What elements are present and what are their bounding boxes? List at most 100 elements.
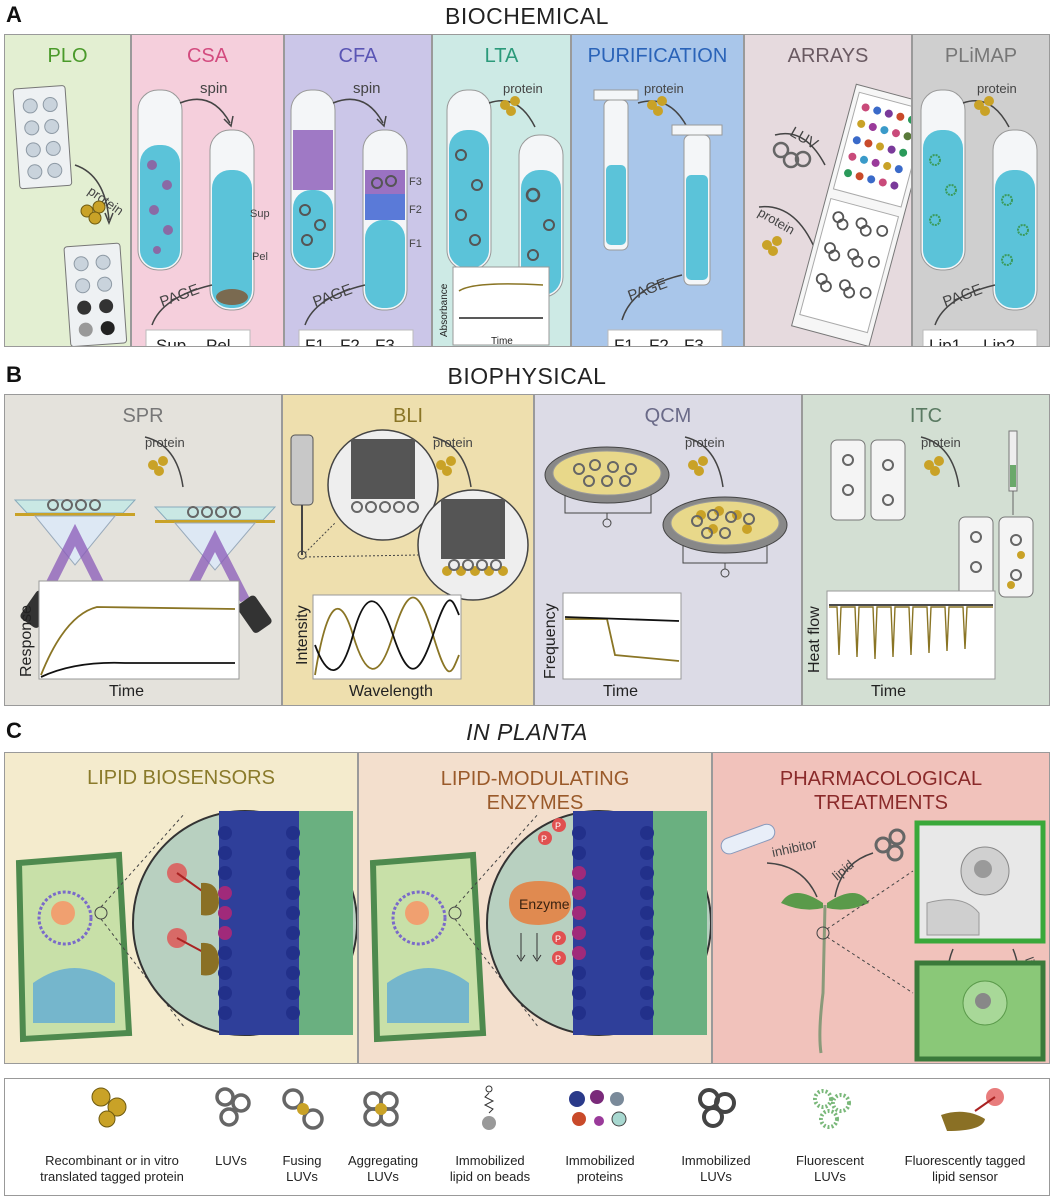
lta-illustration: protein Absorbance Time — [439, 81, 564, 347]
pharma-inhibitor-label: inhibitor — [771, 836, 819, 860]
gel-lane-label: Lip1 — [929, 336, 961, 347]
panel-plimap: PLiMAP protein PAGE Lip1 Lip2 — [912, 34, 1050, 347]
qcm-time-label: Time — [603, 683, 638, 700]
arrays-illustration: LUV protein — [756, 83, 911, 346]
bli-illustration: protein Intensity Wavelength — [290, 429, 529, 700]
purification-page-label: PAGE — [626, 275, 670, 305]
qcm-illustration: protein Frequency Time — [542, 435, 788, 700]
panel-title-line: PHARMACOLOGICAL — [779, 768, 983, 790]
legend-label: Immobilized — [565, 1153, 635, 1168]
panel-title: PHARMACOLOGICAL TREATMENTS — [713, 767, 1049, 815]
bli-intensity-label: Intensity — [294, 605, 311, 665]
panel-title: LIPID-MODULATING ENZYMES — [359, 767, 711, 815]
qcm-protein-label: protein — [685, 435, 725, 450]
panel-title: BLI — [392, 405, 424, 427]
plo-illustration: protein — [12, 85, 128, 346]
phosphate-label: P — [541, 834, 547, 844]
gel-lane-label: Pel — [206, 336, 231, 347]
legend-label: proteins — [576, 1169, 624, 1184]
panel-title: PLiMAP — [944, 45, 1018, 67]
spr-protein-label: protein — [145, 435, 185, 450]
cfa-illustration: spin F3 F2 F1 PAGE F1 F2 F3 — [290, 80, 422, 347]
panel-title-line: LIPID-MODULATING — [440, 768, 630, 790]
cfa-f1-label: F1 — [409, 238, 422, 250]
itc-illustration: protein Heat flow Time — [806, 430, 1034, 700]
legend-label: Recombinant or in vitro — [45, 1153, 179, 1168]
gel-lane-label: F3 — [375, 336, 395, 347]
gel-lane-label: Sup — [156, 336, 186, 347]
panel-csa: CSA spin Sup Pel PAGE Sup Pel — [131, 34, 284, 347]
legend-label: lipid on beads — [449, 1169, 531, 1184]
legend-label: LUVs — [814, 1169, 846, 1184]
cfa-page-label: PAGE — [311, 281, 355, 311]
pharma-lipid-label: lipid — [829, 857, 856, 883]
gel-lane-label: F2 — [649, 336, 669, 347]
cfa-spin-label: spin — [353, 80, 381, 97]
panel-title: PLO — [47, 45, 88, 67]
legend-label: Immobilized — [681, 1153, 751, 1168]
panel-title: LIPID BIOSENSORS — [87, 767, 275, 789]
panel-title: QCM — [644, 405, 692, 427]
legend-label: Fluorescent — [796, 1153, 864, 1168]
panel-bli: BLI protein Intensity Wavelength — [282, 394, 534, 706]
panel-title: LTA — [484, 45, 519, 67]
panel-title: PURIFICATION — [587, 45, 728, 67]
enzyme-label: Enzyme — [519, 896, 570, 912]
spr-response-label: Response — [18, 605, 35, 677]
legend-label: Aggregating — [347, 1153, 419, 1168]
legend-icons — [91, 1085, 1004, 1131]
panel-title: CFA — [338, 45, 378, 67]
purification-protein-label: protein — [644, 81, 684, 96]
phosphate-label: P — [555, 821, 561, 831]
legend-label: Fusing — [282, 1153, 322, 1168]
lta-time-label: Time — [491, 336, 513, 347]
itc-time-label: Time — [871, 683, 906, 700]
gel-lane-label: F3 — [684, 336, 704, 347]
purification-illustration: protein PAGE F1 F2 F3 — [593, 81, 723, 347]
panel-lipid-modulating-enzymes: LIPID-MODULATING ENZYMES Enzyme P P P P — [358, 752, 712, 1064]
legend-item-luvs: LUVs — [201, 1153, 261, 1169]
panel-cfa: CFA spin F3 F2 F1 PAGE F1 F2 F3 — [284, 34, 432, 347]
panel-arrays: ARRAYS LUV protein — [744, 34, 912, 347]
legend-label: lipid sensor — [932, 1169, 998, 1184]
legend-label: translated tagged protein — [40, 1169, 184, 1184]
lta-absorbance-label: Absorbance — [439, 283, 450, 337]
panel-spr: SPR protein Response Time — [4, 394, 282, 706]
section-a-letter: A — [6, 2, 22, 27]
gel-lane-label: F2 — [340, 336, 360, 347]
panel-itc: ITC protein Heat flow Time — [802, 394, 1050, 706]
gel-lane-label: F1 — [305, 336, 325, 347]
panel-title: ARRAYS — [787, 45, 869, 67]
panel-title: CSA — [186, 45, 229, 67]
phosphate-label: P — [555, 954, 561, 964]
qcm-frequency-label: Frequency — [542, 603, 559, 679]
csa-pel-label: Pel — [252, 251, 268, 263]
panel-purification: PURIFICATION protein PAGE F1 F2 F3 — [571, 34, 744, 347]
lipid-modulating-enzymes-illustration: Enzyme P P P P — [369, 810, 711, 1043]
plimap-page-label: PAGE — [941, 281, 985, 311]
arrays-protein-label: protein — [756, 205, 798, 238]
cfa-f3-label: F3 — [409, 176, 422, 188]
section-b-letter: B — [6, 362, 22, 387]
spr-time-label: Time — [109, 683, 144, 700]
section-c-letter: C — [6, 718, 22, 743]
legend-label: LUVs — [286, 1169, 318, 1184]
gel-lane-label: F1 — [614, 336, 634, 347]
itc-heat-flow-label: Heat flow — [806, 606, 823, 673]
cfa-f2-label: F2 — [409, 204, 422, 216]
plimap-illustration: protein PAGE Lip1 Lip2 — [920, 81, 1038, 347]
panel-title-line: ENZYMES — [486, 792, 584, 814]
gel-lane-label: Lip2 — [983, 336, 1015, 347]
itc-protein-label: protein — [921, 435, 961, 450]
csa-sup-label: Sup — [250, 208, 270, 220]
pharmacological-treatments-illustration: inhibitor lipid inhibitor lipid — [720, 820, 1046, 1062]
csa-page-label: PAGE — [158, 281, 202, 311]
panel-title: SPR — [122, 405, 164, 427]
csa-spin-label: spin — [200, 80, 228, 97]
